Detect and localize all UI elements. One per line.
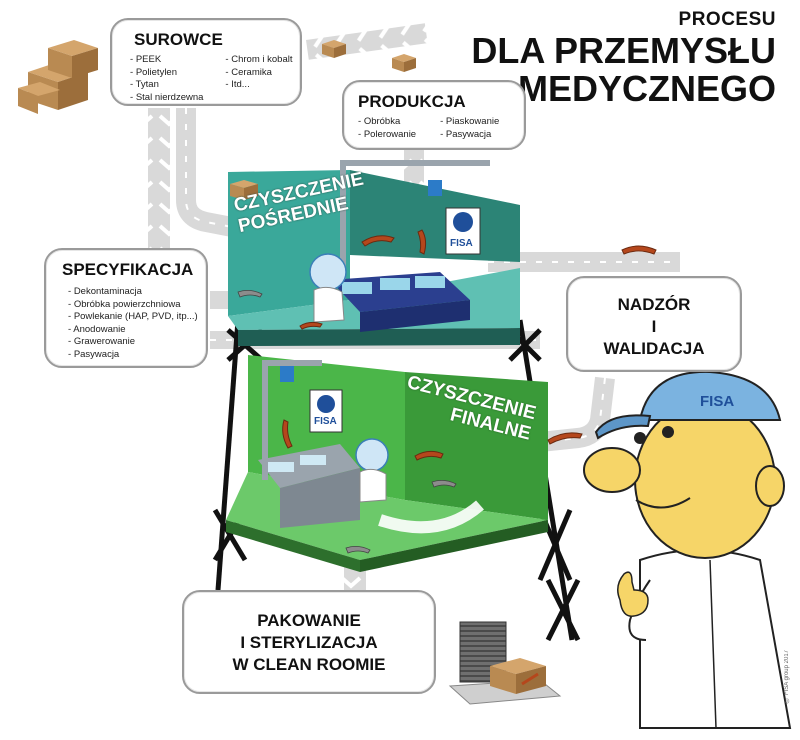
list-item: Stal nierdzewna	[130, 92, 204, 105]
pakowanie-line-1: PAKOWANIE	[257, 611, 361, 630]
pakowanie-line-2: I STERYLIZACJA	[240, 633, 378, 652]
box-pile-icon	[18, 40, 98, 114]
surowce-list-2: Chrom i kobalt Ceramika Itd...	[225, 54, 292, 104]
list-item: Pasywacja	[440, 129, 499, 142]
surowce-list-1: PEEK Polietylen Tytan Stal nierdzewna	[130, 54, 204, 105]
box-small-3	[230, 180, 258, 200]
list-item: Piaskowanie	[440, 116, 499, 129]
fisa-badge-text-upper: FISA	[450, 238, 473, 249]
fisa-logo-lower	[309, 389, 343, 433]
produkcja-list-1: Obróbka Polerowanie	[358, 116, 416, 141]
list-item: Anodowanie	[68, 324, 206, 337]
list-item: Chrom i kobalt	[225, 54, 292, 67]
pakowanie-line-3: W CLEAN ROOMIE	[232, 655, 386, 674]
diagram-title: PROCESU DLA PRZEMYSŁU MEDYCZNEGO	[471, 10, 776, 107]
packaging-shutter	[448, 621, 562, 705]
list-item: Tytan	[130, 79, 203, 92]
list-item: Pasywacja	[68, 349, 206, 362]
thumbs-up-hand	[617, 571, 649, 617]
list-item: Obróbka powierzchniowa	[68, 299, 206, 312]
cap-icon: FISA	[594, 370, 782, 440]
list-item: Polietylen	[130, 67, 203, 80]
list-item: PEEK	[130, 54, 203, 67]
box-small-2	[392, 54, 416, 72]
list-item: Grawerowanie	[68, 336, 206, 349]
box-produkcja: PRODUKCJA Obróbka Polerowanie Piaskowani…	[342, 80, 526, 150]
list-item: Powlekanie (HAP, PVD, itp...)	[68, 311, 206, 324]
list-item: Obróbka	[358, 116, 416, 129]
box-nadzor: NADZÓR I WALIDACJA	[566, 276, 742, 372]
list-item: Polerowanie	[358, 129, 416, 142]
cap-logo-text: FISA	[700, 393, 734, 410]
list-item: Itd...	[225, 79, 292, 92]
box-small-1	[322, 40, 346, 58]
scaffolding	[212, 319, 581, 642]
level-posrednie	[228, 160, 520, 346]
list-item: Dekontaminacja	[68, 286, 206, 299]
specyfikacja-list: Dekontaminacja Obróbka powierzchniowa Po…	[68, 286, 206, 361]
box-specyfikacja: SPECYFIKACJA Dekontaminacja Obróbka powi…	[44, 248, 208, 368]
conveyor-surowce-czyszczenie	[176, 108, 302, 250]
box-surowce-heading: SUROWCE	[134, 30, 223, 49]
copyright-text: © FISA group 2017	[784, 650, 790, 703]
box-pakowanie: PAKOWANIE I STERYLIZACJA W CLEAN ROOMIE	[182, 590, 436, 694]
cardboard-boxes	[18, 40, 416, 200]
nadzor-line-3: WALIDACJA	[603, 339, 705, 358]
packed-box	[490, 658, 546, 694]
title-line-3: MEDYCZNEGO	[517, 68, 776, 109]
title-line-2: DLA PRZEMYSŁU	[471, 30, 776, 71]
list-item: Ceramika	[225, 67, 292, 80]
nadzor-line-1: NADZÓR	[617, 295, 691, 314]
fisa-logo-upper	[445, 207, 481, 255]
fisa-badge-text-lower: FISA	[314, 416, 337, 427]
hip-implants	[282, 229, 657, 461]
box-produkcja-heading: PRODUKCJA	[358, 92, 466, 111]
level-finalne	[226, 355, 548, 572]
box-surowce: SUROWCE PEEK Polietylen Tytan Stal nierd…	[110, 18, 302, 106]
conveyor-surowce-specyfikacja	[148, 108, 170, 256]
grey-parts	[237, 290, 457, 554]
title-line-1: PROCESU	[678, 9, 776, 30]
nadzor-line-2: I	[651, 317, 657, 336]
box-specyfikacja-heading: SPECYFIKACJA	[62, 260, 194, 279]
produkcja-list-2: Piaskowanie Pasywacja	[440, 116, 499, 141]
fisa-mascot: FISA	[583, 370, 792, 729]
